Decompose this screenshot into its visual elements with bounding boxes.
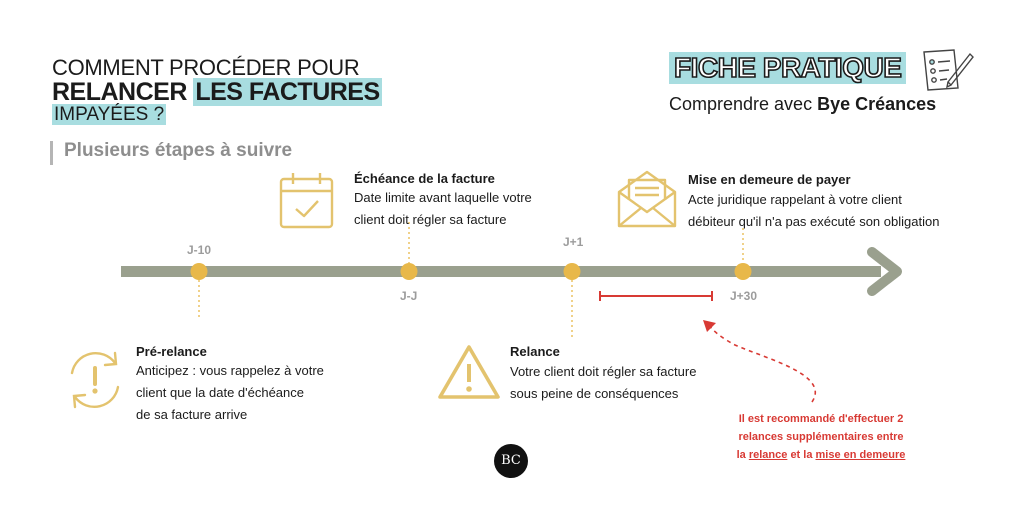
warning-triangle-icon bbox=[438, 345, 500, 399]
timeline-dot-j-plus-30 bbox=[734, 263, 752, 280]
step-pre-relance-text: Anticipez : vous rappelez à votre client… bbox=[136, 360, 324, 426]
note-word-et-la: et la bbox=[790, 449, 813, 461]
note-word-la: la bbox=[736, 449, 746, 461]
step-pre-relance-title: Pré-relance bbox=[136, 344, 207, 359]
note-word-relance: relance bbox=[748, 449, 788, 461]
recommendation-note: Il est recommandé d'effectuer 2 relances… bbox=[716, 410, 926, 464]
badge-subtitle-prefix: Comprendre avec bbox=[669, 94, 813, 114]
step-echeance-title: Échéance de la facture bbox=[354, 171, 495, 186]
title-word-relancer: RELANCER bbox=[52, 78, 187, 106]
alert-dot bbox=[92, 388, 98, 394]
label-j-plus-30: J+30 bbox=[730, 289, 758, 303]
step-pre-relance-line-2: client que la date d'échéance bbox=[136, 385, 304, 400]
title-word-les-factures: LES FACTURES bbox=[193, 78, 382, 106]
step-pre-relance-line-3: de sa facture arrive bbox=[136, 407, 248, 422]
title-line-2: RELANCER LES FACTURES bbox=[52, 78, 382, 107]
label-j-minus-10: J-10 bbox=[187, 243, 212, 257]
timeline-dot-j-j bbox=[400, 263, 418, 280]
timeline-line bbox=[121, 266, 881, 277]
calendar-check-icon bbox=[279, 173, 334, 229]
step-echeance-text: Date limite avant laquelle votre client … bbox=[354, 187, 532, 231]
step-mise-en-demeure-line-2: débiteur qu'il n'a pas exécuté son oblig… bbox=[688, 214, 940, 229]
step-relance-line-1: Votre client doit régler sa facture bbox=[510, 364, 697, 379]
subtitle-bar bbox=[50, 141, 53, 165]
timeline-dot-j-plus-1 bbox=[563, 263, 581, 280]
note-word-mise-en-demeure: mise en demeure bbox=[815, 449, 906, 461]
fiche-pratique-badge: FICHE PRATIQUE bbox=[669, 51, 907, 84]
bye-creances-logo: BC bbox=[494, 444, 528, 478]
step-mise-en-demeure-title: Mise en demeure de payer bbox=[688, 172, 851, 187]
refresh-alert-icon bbox=[70, 351, 120, 409]
document-pen-icon bbox=[923, 49, 974, 91]
step-relance-title: Relance bbox=[510, 344, 560, 359]
note-arrow bbox=[707, 323, 816, 403]
step-mise-en-demeure-text: Acte juridique rappelant à votre client … bbox=[688, 189, 939, 233]
step-pre-relance-line-1: Anticipez : vous rappelez à votre bbox=[136, 363, 324, 378]
note-arrow-head bbox=[703, 320, 716, 332]
note-line-2: relances supplémentaires entre bbox=[738, 431, 904, 443]
title-word-impayees: IMPAYÉES ? bbox=[52, 104, 167, 125]
step-echeance-line-2: client doit régler sa facture bbox=[354, 212, 507, 227]
badge-subtitle-brand: Bye Créances bbox=[817, 94, 937, 114]
step-mise-en-demeure-line-1: Acte juridique rappelant à votre client bbox=[688, 192, 902, 207]
title-line-3: IMPAYÉES ? bbox=[52, 104, 167, 126]
note-line-1: Il est recommandé d'effectuer 2 bbox=[738, 413, 904, 425]
label-j-j: J-J bbox=[400, 289, 418, 303]
title-line-1: COMMENT PROCÉDER POUR bbox=[52, 55, 360, 80]
warning-dot bbox=[466, 386, 472, 392]
badge-subtitle: Comprendre avec Bye Créances bbox=[669, 94, 936, 115]
label-j-plus-1: J+1 bbox=[563, 235, 584, 249]
subtitle: Plusieurs étapes à suivre bbox=[64, 140, 293, 161]
note-line-3: la relance et la mise en demeure bbox=[716, 446, 926, 464]
step-relance-line-2: sous peine de conséquences bbox=[510, 386, 679, 401]
step-echeance-line-1: Date limite avant laquelle votre bbox=[354, 190, 532, 205]
recommended-interval-bracket bbox=[599, 291, 713, 301]
envelope-letter-icon bbox=[617, 170, 677, 228]
timeline-dot-j-minus-10 bbox=[190, 263, 208, 280]
timeline-arrowhead bbox=[867, 247, 902, 296]
step-relance-text: Votre client doit régler sa facture sous… bbox=[510, 361, 696, 405]
